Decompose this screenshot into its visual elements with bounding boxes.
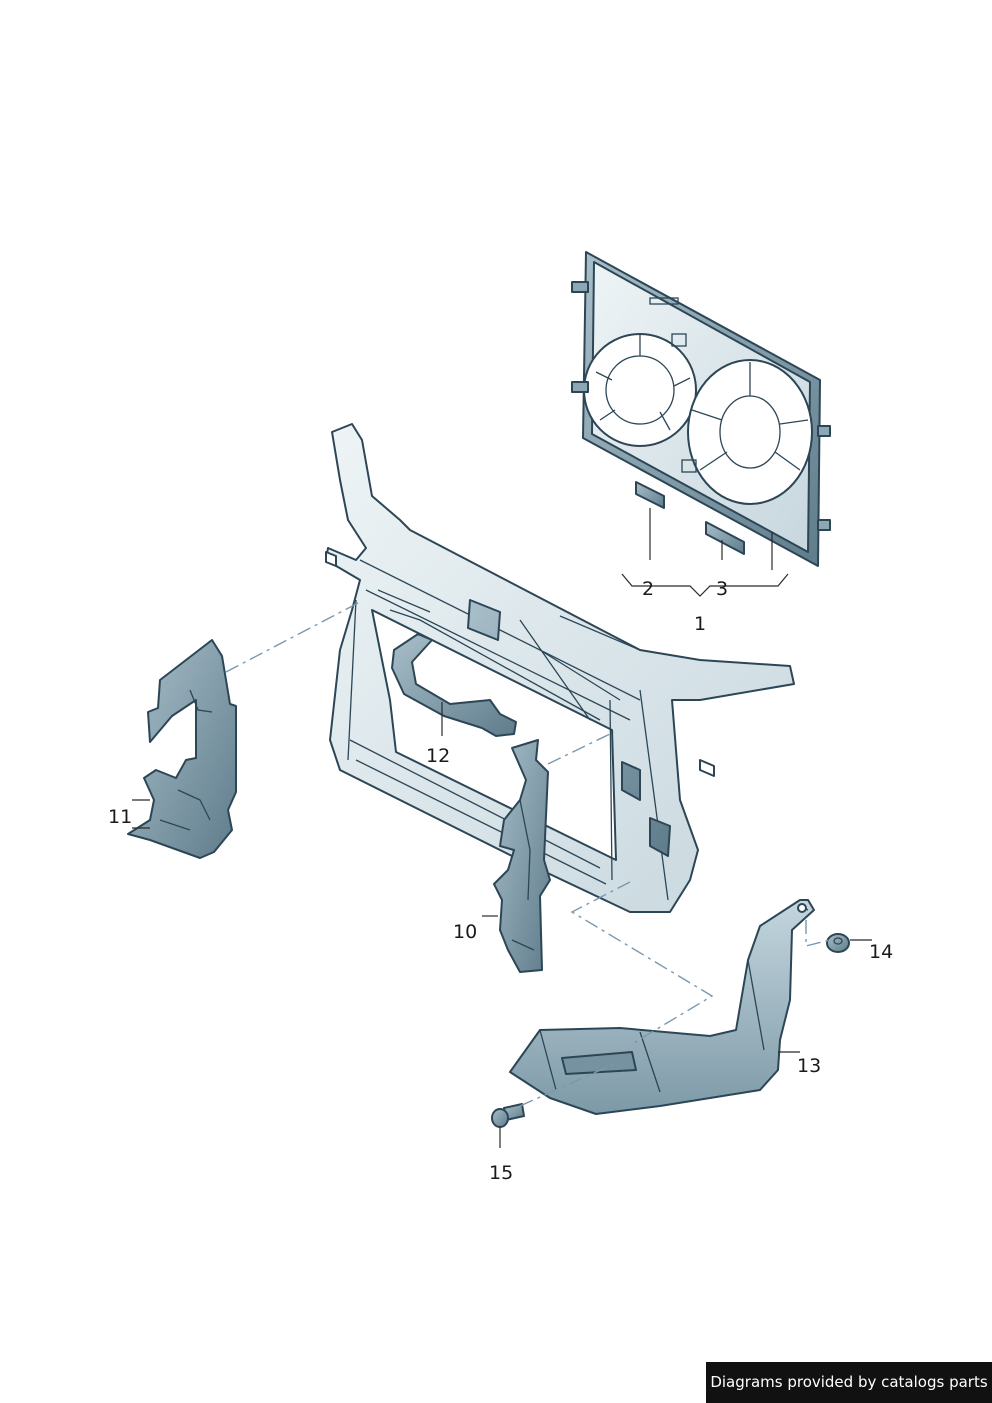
- assembly-lines: [225, 601, 831, 1107]
- callout-1: 1: [694, 613, 706, 635]
- foam-pad-2: [635, 481, 665, 509]
- callout-15: 15: [489, 1162, 513, 1184]
- callout-3: 3: [716, 578, 728, 600]
- leader-lines: [132, 508, 872, 1148]
- callout-12: 12: [426, 745, 450, 767]
- air-guide-10: [493, 739, 551, 973]
- callout-labels: 1 2 3 10 11 12 13 14 15: [108, 578, 893, 1184]
- callout-2: 2: [642, 578, 654, 600]
- bolt-15: [491, 1103, 525, 1128]
- callout-13: 13: [797, 1055, 821, 1077]
- callout-10: 10: [453, 921, 477, 943]
- air-guide-11: [127, 639, 237, 859]
- callout-14: 14: [869, 941, 893, 963]
- credit-banner: Diagrams provided by catalogs parts: [706, 1362, 992, 1403]
- air-duct-13: [509, 899, 815, 1115]
- fan-shroud: [571, 251, 831, 567]
- nut-14: [826, 933, 850, 953]
- callout-11: 11: [108, 806, 132, 828]
- foam-pad-3: [705, 521, 745, 555]
- bracket-12: [391, 633, 517, 737]
